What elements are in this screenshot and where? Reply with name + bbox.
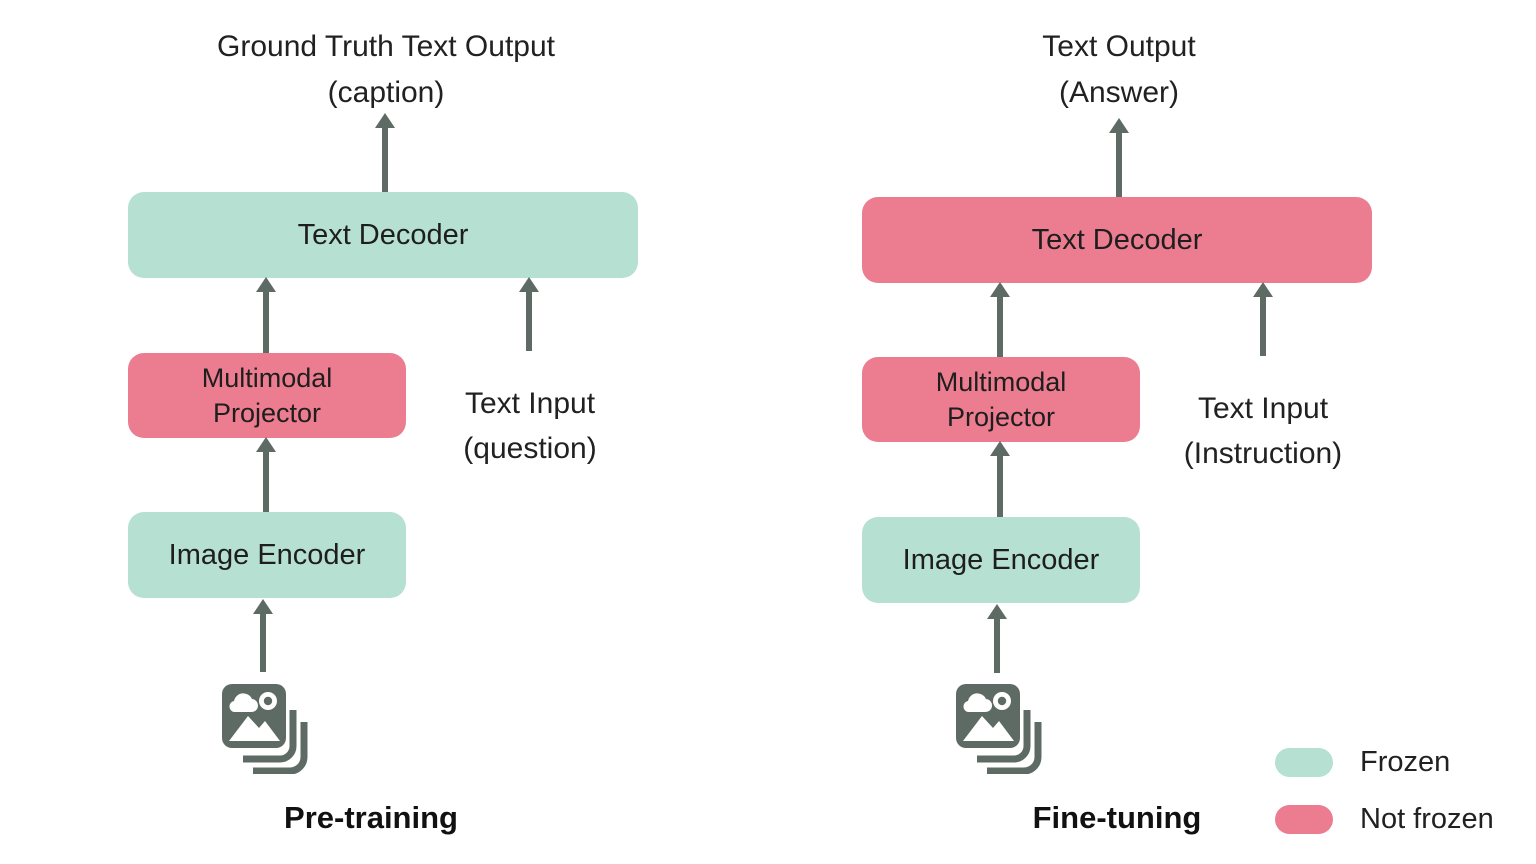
legend-row-frozen: Frozen	[1275, 746, 1450, 778]
arrow-images-to-encoder-left	[253, 599, 273, 672]
image-stack-icon	[220, 682, 312, 779]
frozen-swatch	[1275, 747, 1333, 777]
pretraining-output-label-line2: (caption)	[327, 76, 445, 109]
image-encoder-label: Image Encoder	[168, 538, 366, 571]
arrow-projector-to-decoder-right	[990, 282, 1010, 357]
projector-label-line2: Projector	[212, 397, 322, 428]
arrowhead-icon	[1109, 118, 1129, 133]
image-encoder-box-finetuning: Image Encoder	[862, 517, 1140, 603]
arrowhead-icon	[1253, 282, 1273, 297]
projector-label-line1: Multimodal	[201, 362, 333, 393]
arrowhead-icon	[253, 599, 273, 614]
arrow-shaft	[263, 452, 269, 512]
arrow-shaft	[382, 128, 388, 192]
arrow-decoder-to-output-right	[1109, 118, 1129, 197]
arrow-shaft	[263, 292, 269, 353]
text-input-line2: (Instruction)	[1183, 437, 1343, 470]
arrowhead-icon	[987, 604, 1007, 619]
arrow-shaft	[260, 614, 266, 672]
arrowhead-icon	[256, 437, 276, 452]
image-stack-icon	[954, 682, 1046, 779]
not-frozen-swatch	[1275, 804, 1333, 834]
arrow-projector-to-decoder-left	[256, 277, 276, 353]
text-input-label-finetuning: Text Input (Instruction)	[1138, 386, 1388, 476]
multimodal-projector-box-pretraining: Multimodal Projector	[128, 353, 406, 438]
multimodal-projector-box-finetuning: Multimodal Projector	[862, 357, 1140, 442]
arrow-encoder-to-projector-right	[990, 441, 1010, 517]
arrow-shaft	[526, 292, 532, 351]
frozen-label: Frozen	[1360, 745, 1451, 778]
text-input-line2: (question)	[463, 432, 597, 465]
arrowhead-icon	[990, 441, 1010, 456]
projector-label-line1: Multimodal	[935, 366, 1067, 397]
arrow-encoder-to-projector-left	[256, 437, 276, 512]
projector-label-line2: Projector	[946, 401, 1056, 432]
text-input-line1: Text Input	[464, 387, 596, 420]
text-decoder-label: Text Decoder	[297, 218, 469, 251]
arrowhead-icon	[990, 282, 1010, 297]
finetuning-stage-label: Fine-tuning	[1032, 800, 1202, 835]
arrow-shaft	[1116, 133, 1122, 197]
finetuning-output-label: Text Output (Answer)	[919, 24, 1319, 116]
pretraining-stage-label: Pre-training	[284, 800, 458, 835]
arrow-shaft	[994, 619, 1000, 673]
arrowhead-icon	[256, 277, 276, 292]
arrow-images-to-encoder-right	[987, 604, 1007, 673]
text-decoder-label: Text Decoder	[1031, 223, 1203, 256]
pretraining-output-label-line1: Ground Truth Text Output	[217, 30, 555, 63]
text-decoder-box-finetuning: Text Decoder	[862, 197, 1372, 283]
arrow-textinput-to-decoder-right	[1253, 282, 1273, 356]
pretraining-output-label: Ground Truth Text Output (caption)	[166, 24, 606, 116]
text-decoder-box-pretraining: Text Decoder	[128, 192, 638, 278]
arrow-shaft	[997, 297, 1003, 357]
arrowhead-icon	[375, 113, 395, 128]
not-frozen-label: Not frozen	[1360, 802, 1494, 835]
arrow-shaft	[1260, 297, 1266, 356]
arrowhead-icon	[519, 277, 539, 292]
arrow-shaft	[997, 456, 1003, 517]
arrow-textinput-to-decoder-left	[519, 277, 539, 351]
text-input-line1: Text Input	[1197, 392, 1329, 425]
finetuning-output-label-line2: (Answer)	[1058, 76, 1179, 109]
text-input-label-pretraining: Text Input (question)	[405, 381, 655, 471]
legend-row-not-frozen: Not frozen	[1275, 803, 1494, 835]
arrow-decoder-to-output-left	[375, 113, 395, 192]
image-encoder-box-pretraining: Image Encoder	[128, 512, 406, 598]
image-encoder-label: Image Encoder	[902, 543, 1100, 576]
finetuning-output-label-line1: Text Output	[1042, 30, 1196, 63]
